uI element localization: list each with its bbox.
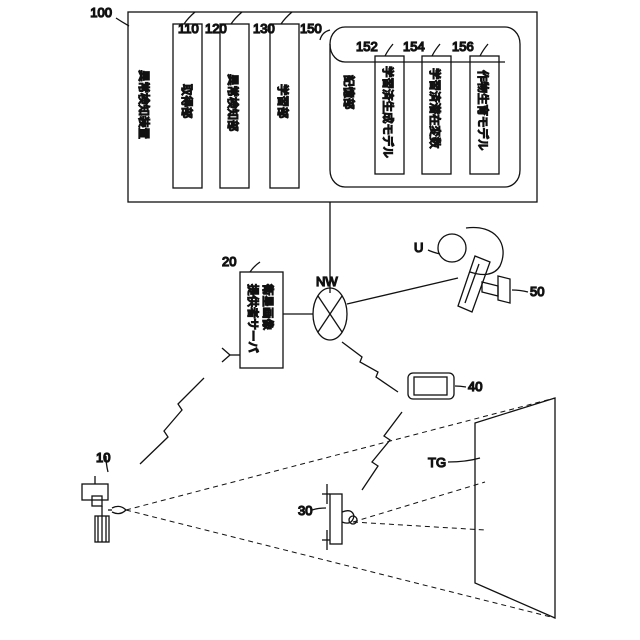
unit-acquisition-ref: 110 bbox=[178, 21, 199, 36]
drone-icon bbox=[322, 484, 357, 550]
drone-phone-wireless bbox=[362, 412, 402, 490]
network-label: NW bbox=[316, 274, 338, 289]
terminal-network-link bbox=[347, 278, 458, 304]
terminal-stand-icon bbox=[482, 282, 498, 296]
terminal-monitor-icon bbox=[458, 256, 490, 312]
unit-anomaly-detection-ref: 120 bbox=[205, 21, 227, 36]
user-head-icon bbox=[438, 234, 466, 262]
terminal-ref: 50 bbox=[530, 284, 544, 299]
drone-view-cone bbox=[353, 482, 485, 530]
server-ref: 20 bbox=[222, 254, 236, 269]
satellite-server-wireless bbox=[140, 378, 204, 464]
storage-item-generative-model-label: 学習済生成モデル bbox=[381, 66, 395, 158]
storage-ref: 150 bbox=[300, 21, 322, 36]
unit-learning-ref: 130 bbox=[253, 21, 275, 36]
unit-learning-label: 学習部 bbox=[276, 84, 290, 119]
network-phone-wireless bbox=[342, 342, 398, 392]
storage-item-crop-growth-model-label: 作物生育モデル bbox=[476, 70, 490, 151]
target-field bbox=[475, 398, 555, 618]
storage-item-latent-variable-ref: 154 bbox=[403, 39, 425, 54]
phone-ref: 40 bbox=[468, 379, 482, 394]
storage-label: 記憶部 bbox=[342, 75, 356, 110]
server-label-line1: 衛星画像 bbox=[261, 284, 275, 330]
storage-item-crop-growth-model-ref: 156 bbox=[452, 39, 474, 54]
unit-acquisition-label: 取得部 bbox=[180, 84, 194, 119]
storage-item-generative-model-ref: 152 bbox=[356, 39, 378, 54]
apparatus-title: 異常検知装置 bbox=[137, 70, 151, 139]
server-label-line2: 提供者サーバ bbox=[246, 284, 260, 353]
storage-item-latent-variable-label: 学習済潜在変数 bbox=[428, 68, 442, 149]
user-label: U bbox=[414, 240, 423, 255]
apparatus-leader bbox=[116, 18, 129, 26]
drone-ref: 30 bbox=[298, 503, 312, 518]
satellite-view-cone bbox=[126, 398, 555, 618]
satellite-icon bbox=[82, 476, 126, 542]
satellite-ref: 10 bbox=[96, 450, 110, 465]
apparatus-ref: 100 bbox=[90, 5, 112, 20]
target-label: TG bbox=[428, 455, 446, 470]
unit-anomaly-detection-label: 異常検知部 bbox=[226, 74, 240, 132]
